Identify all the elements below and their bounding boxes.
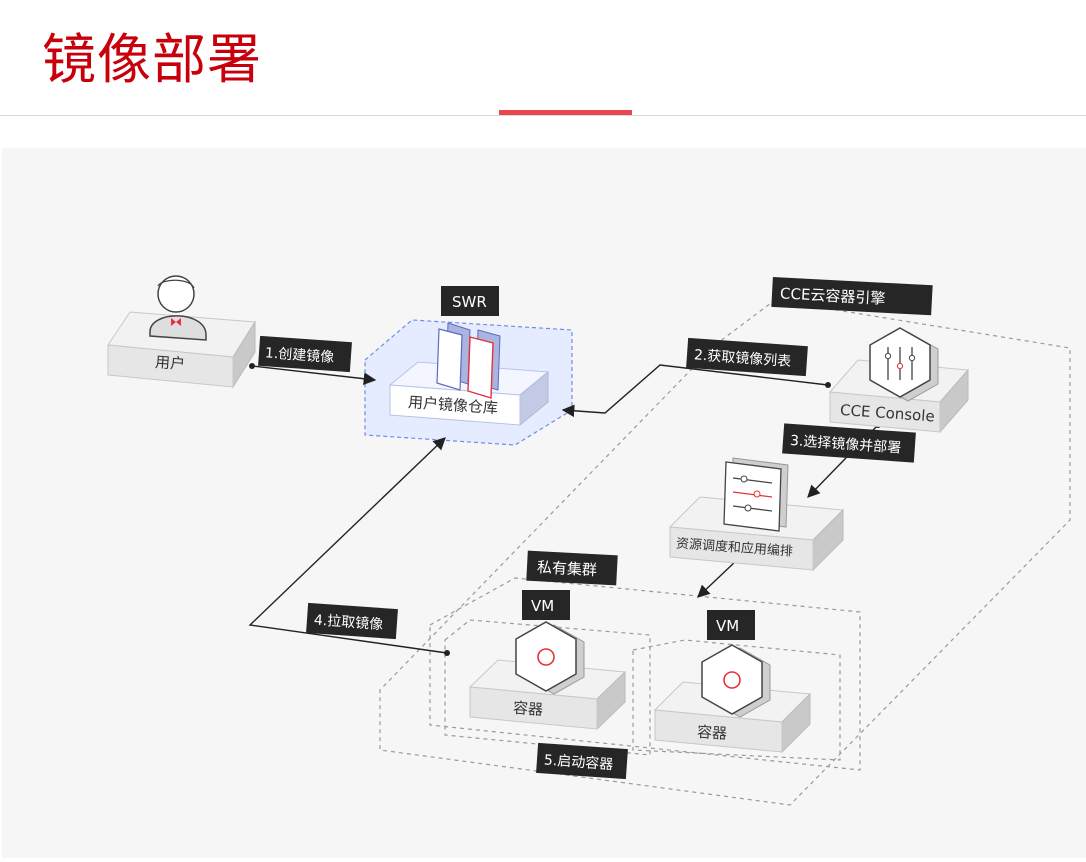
container1-label: 容器 [512, 699, 543, 719]
user-node: 用户 [107, 275, 256, 389]
console-node: CCE Console [828, 327, 970, 434]
page-title: 镜像部署 [42, 28, 262, 91]
image-repository-icon [436, 322, 501, 399]
header-divider [0, 115, 1086, 116]
cce-tag-text: CCE云容器引擎 [780, 284, 886, 307]
container-icon [701, 644, 771, 718]
vm2-tag-text: VM [716, 617, 739, 635]
cluster-tag-text: 私有集群 [537, 558, 598, 579]
step4-arrow [248, 437, 448, 654]
vm2-outline [632, 639, 841, 761]
step3-tag-text: 3.选择镜像并部署 [789, 433, 901, 457]
container1-node: 容器 [468, 621, 627, 731]
scheduler-to-cluster-arrow [697, 559, 738, 598]
swr-tag: SWR [441, 286, 499, 316]
user-icon [149, 275, 207, 341]
step3-tag: 3.选择镜像并部署 [782, 423, 916, 463]
container2-label: 容器 [696, 723, 727, 743]
step5-tag-text: 5.启动容器 [543, 751, 613, 773]
swr-tag-text: SWR [452, 293, 487, 311]
vm1-tag: VM [522, 590, 570, 620]
cce-tag: CCE云容器引擎 [771, 276, 933, 316]
scheduler-node: 资源调度和应用编排 [668, 457, 845, 572]
step2-arrow [561, 364, 829, 418]
step1-arrow [251, 365, 377, 385]
container-icon [515, 621, 585, 695]
step2-tag: 2.获取镜像列表 [686, 337, 808, 377]
vm1-outline [444, 619, 651, 756]
vm2-tag: VM [707, 610, 755, 640]
step4-tag: 4.拉取镜像 [306, 602, 398, 640]
header-accent-bar [499, 110, 632, 115]
vm1-tag-text: VM [531, 597, 554, 615]
cce-region-outline [379, 299, 1071, 806]
repo-node: 用户镜像仓库 [388, 322, 550, 427]
diagram-canvas [2, 148, 1086, 858]
cluster-tag: 私有集群 [526, 550, 618, 586]
step4-tag-text: 4.拉取镜像 [313, 612, 383, 633]
container2-node: 容器 [653, 644, 812, 754]
cluster-outline [429, 577, 861, 771]
step5-tag: 5.启动容器 [536, 742, 628, 780]
step1-tag: 1.创建镜像 [258, 335, 352, 373]
step1-tag-text: 1.创建镜像 [264, 345, 334, 366]
cce-console-icon [869, 327, 939, 402]
step2-tag-text: 2.获取镜像列表 [693, 347, 791, 370]
user-label: 用户 [154, 353, 185, 373]
scheduling-panel-icon [723, 457, 789, 532]
